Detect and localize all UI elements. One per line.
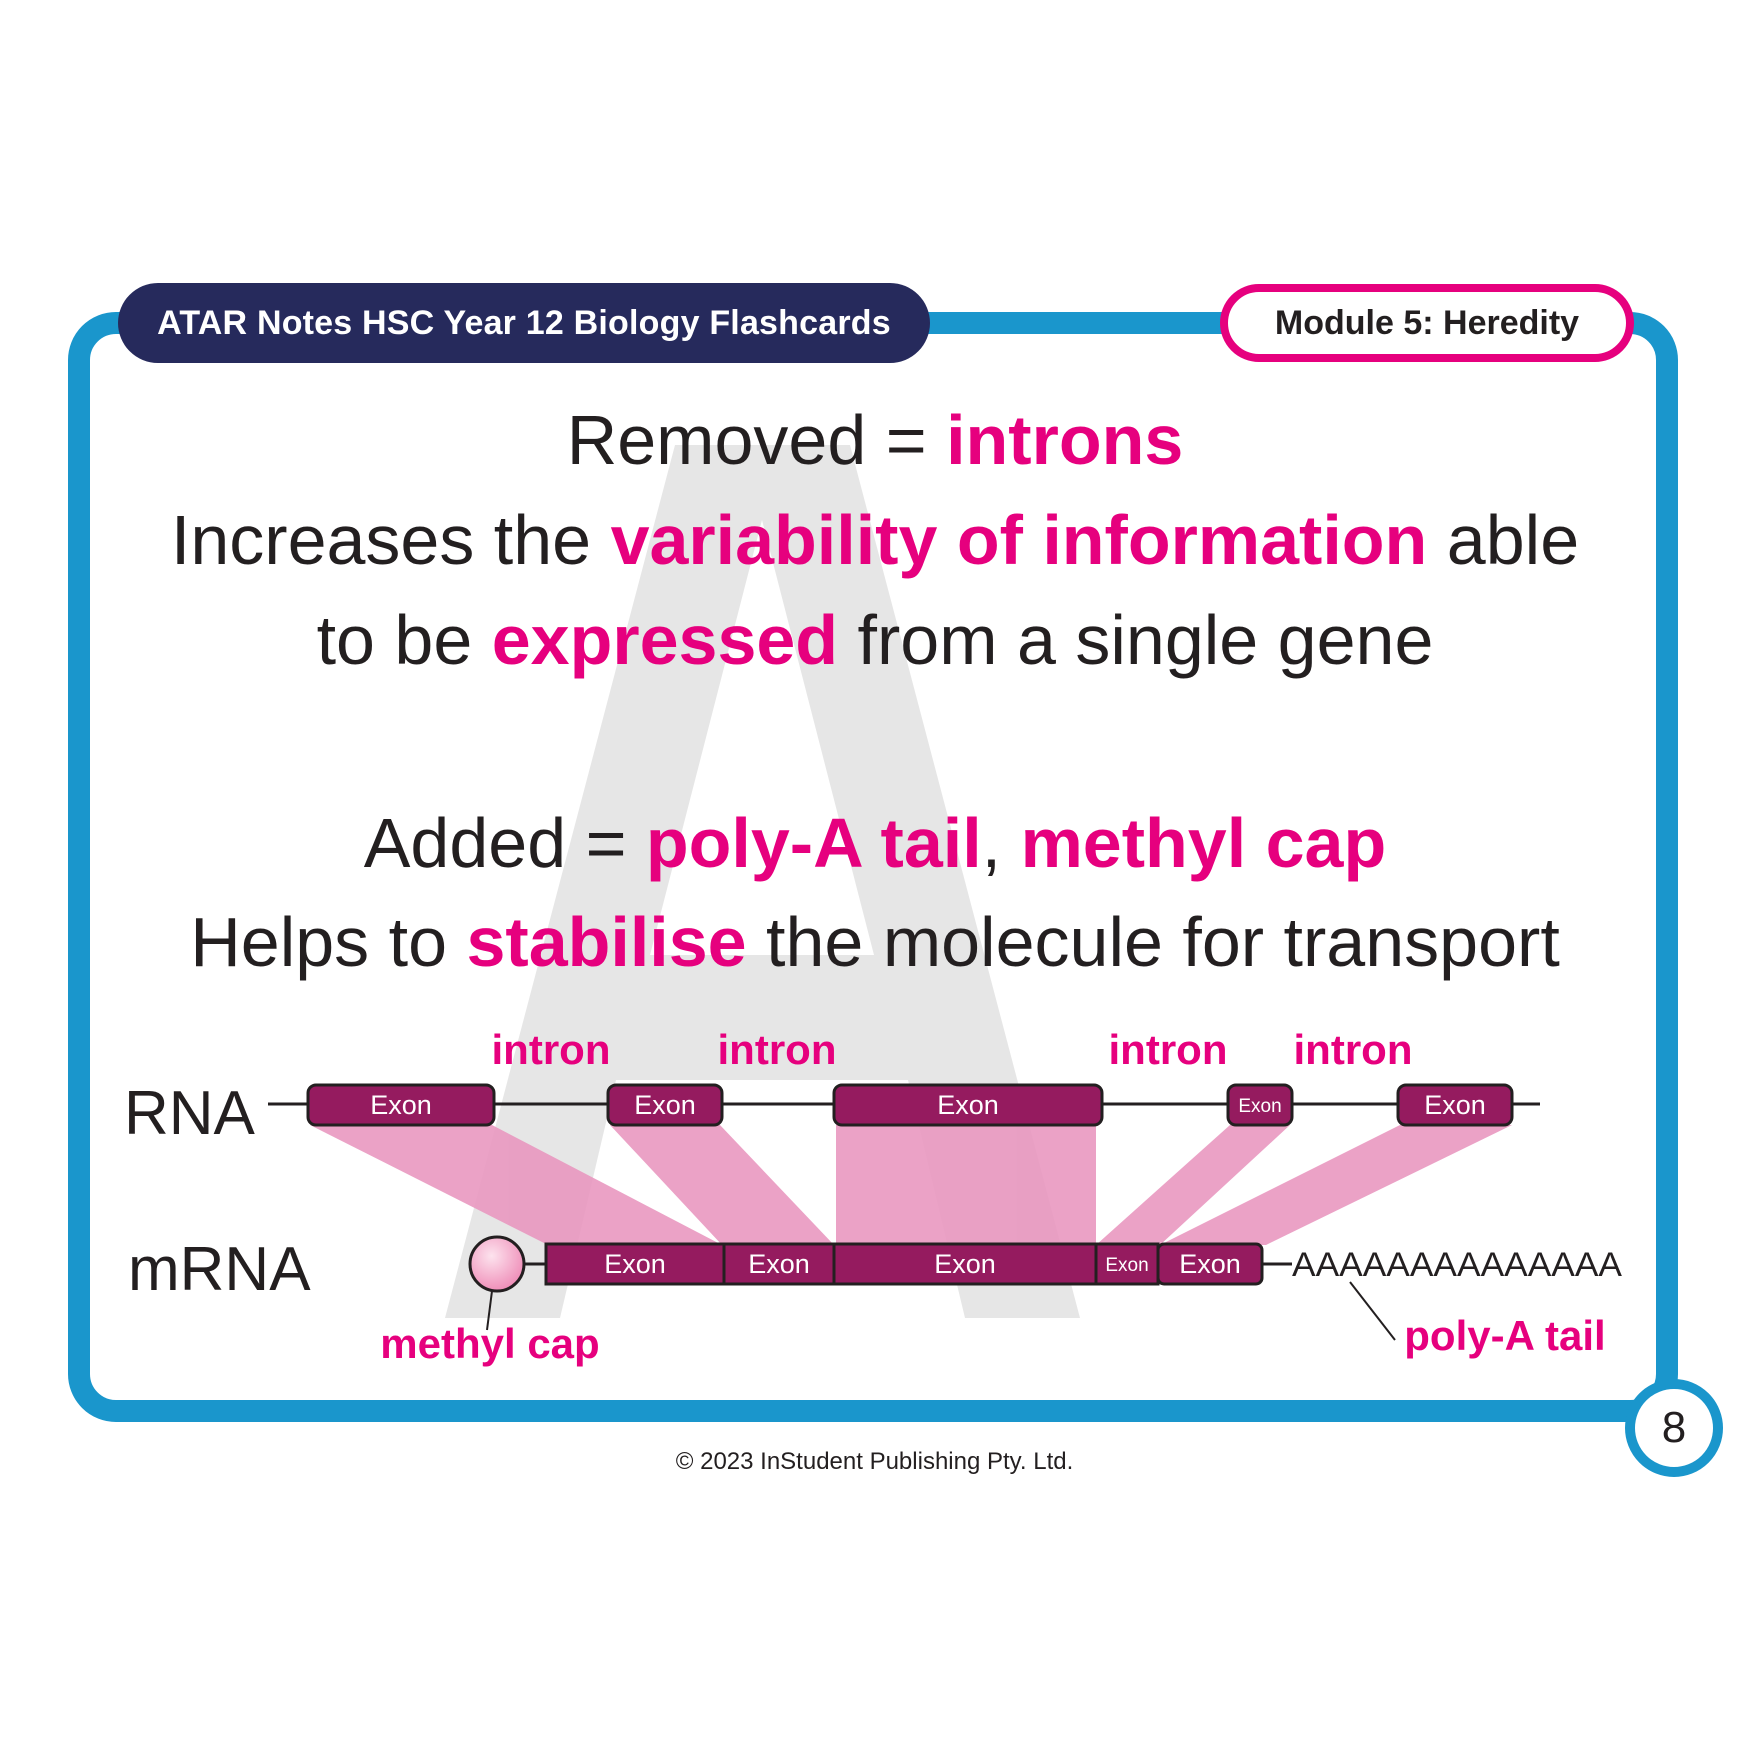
expressed-suffix: from a single gene — [838, 601, 1434, 679]
copyright-notice: © 2023 InStudent Publishing Pty. Ltd. — [675, 1448, 1074, 1475]
removed-prefix: Removed = — [566, 401, 947, 479]
mapping-band-3 — [836, 1125, 1096, 1245]
expressed-prefix: to be — [316, 601, 492, 679]
rna-exon-5 — [1396, 1083, 1514, 1127]
variability-highlight: variability of information — [610, 501, 1428, 579]
poly-a-sequence: AAAAAAAAAAAAAA — [1292, 1246, 1622, 1284]
intron-label-2: intron — [718, 1026, 837, 1073]
mrna-label: mRNA — [128, 1235, 311, 1304]
exon-mapping-bands — [310, 1125, 1512, 1245]
module-title: Module 5: Heredity — [1274, 303, 1580, 342]
rna-exon-label-2: Exon — [634, 1090, 696, 1120]
removed-line: Removed = introns — [80, 400, 1670, 480]
rna-exon-1 — [306, 1083, 496, 1127]
page-number-badge: 8 — [1625, 1379, 1723, 1477]
added-line: Added = poly-A tail, methyl cap — [80, 803, 1670, 883]
added-prefix: Added = — [363, 804, 646, 882]
module-pill: Module 5: Heredity — [1220, 284, 1634, 362]
page-number: 8 — [1661, 1403, 1687, 1452]
rna-exon-4 — [1226, 1083, 1294, 1127]
intron-label-4: intron — [1294, 1026, 1413, 1073]
methyl-cap-label: methyl cap — [380, 1320, 599, 1367]
mrna-exon-label-3: Exon — [934, 1249, 996, 1279]
rna-exon-label-4: Exon — [1238, 1096, 1281, 1117]
poly-a-highlight: poly-A tail — [645, 804, 982, 882]
stabilise-line: Helps to stabilise the molecule for tran… — [80, 902, 1670, 982]
expressed-line: to be expressed from a single gene — [80, 600, 1670, 680]
rna-label: RNA — [124, 1079, 256, 1148]
mrna-exon-label-4: Exon — [1105, 1255, 1148, 1276]
intron-label-1: intron — [492, 1026, 611, 1073]
rna-exon-3 — [832, 1083, 1104, 1127]
mrna-exon-labels: Exon Exon Exon Exon Exon — [604, 1249, 1241, 1279]
mrna-exon-label-5: Exon — [1179, 1249, 1241, 1279]
intron-labels: intron intron intron intron — [492, 1026, 1413, 1073]
mrna-exon-label-1: Exon — [604, 1249, 666, 1279]
methyl-cap-highlight: methyl cap — [1020, 804, 1387, 882]
poly-a-label: poly-A tail — [1404, 1312, 1605, 1359]
methyl-cap-pointer — [486, 1290, 493, 1331]
mapping-band-1 — [310, 1125, 722, 1245]
variability-prefix: Increases the — [170, 501, 611, 579]
added-separator: , — [981, 804, 1021, 882]
methyl-cap-sphere — [468, 1235, 526, 1293]
mrna-exon-label-2: Exon — [748, 1249, 810, 1279]
mrna-exons — [544, 1242, 1264, 1286]
stabilise-highlight: stabilise — [466, 903, 747, 981]
rna-exon-label-1: Exon — [370, 1090, 432, 1120]
expressed-highlight: expressed — [491, 601, 839, 679]
stabilise-suffix: the molecule for transport — [746, 903, 1560, 981]
series-title-pill: ATAR Notes HSC Year 12 Biology Flashcard… — [118, 283, 930, 363]
rna-exon-label-5: Exon — [1424, 1090, 1486, 1120]
intron-label-3: intron — [1109, 1026, 1228, 1073]
poly-a-pointer — [1349, 1281, 1396, 1341]
introns-highlight: introns — [946, 401, 1184, 479]
mapping-band-5 — [1160, 1125, 1512, 1245]
mapping-band-2 — [610, 1125, 834, 1245]
stabilise-prefix: Helps to — [190, 903, 467, 981]
mrna-exon-3 — [832, 1242, 1098, 1286]
mrna-exon-5 — [1156, 1242, 1264, 1286]
rna-exon-labels: Exon Exon Exon Exon Exon — [370, 1090, 1486, 1120]
rna-exons — [306, 1083, 1514, 1127]
variability-line: Increases the variability of information… — [80, 500, 1670, 580]
variability-suffix: able — [1427, 501, 1580, 579]
rna-exon-label-3: Exon — [937, 1090, 999, 1120]
mapping-band-4 — [1096, 1125, 1290, 1245]
rna-exon-2 — [606, 1083, 724, 1127]
series-title: ATAR Notes HSC Year 12 Biology Flashcard… — [157, 303, 891, 342]
